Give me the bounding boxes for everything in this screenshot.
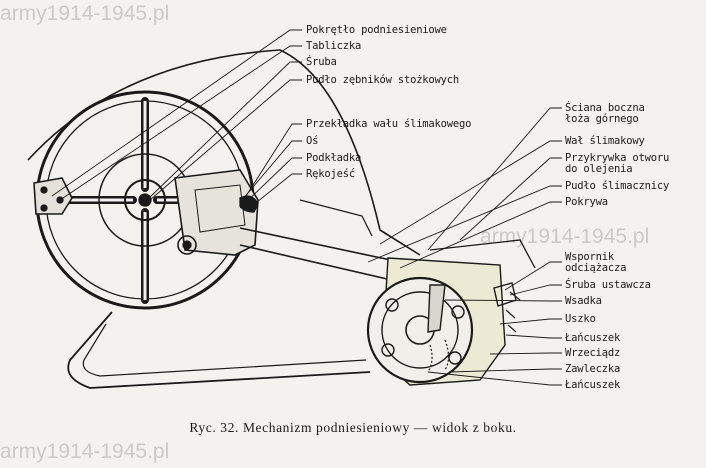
- watermark-top: army1914-1945.pl: [0, 2, 170, 25]
- label-oiling-hole-cover: Przykrywka otworu do olejenia: [565, 152, 670, 175]
- label-cover: Pokrywa: [565, 196, 608, 208]
- worm-gear-housing: [366, 257, 521, 386]
- figure-caption: Ryc. 32. Mechanizm podniesieniowy — wido…: [189, 420, 517, 435]
- label-bevel-gear-box: Pudło zębników stożkowych: [306, 74, 460, 86]
- label-chain-1: Łańcuszek: [565, 332, 621, 344]
- label-upper-carriage-side-wall: Ściana boczna łoża górnego: [565, 102, 645, 125]
- leader-lines: [51, 29, 562, 386]
- label-worm-wheel-box: Pudło ślimacznicy: [565, 180, 670, 192]
- label-set-screw: Śruba ustawcza: [565, 279, 651, 291]
- label-washer: Podkładka: [306, 152, 362, 164]
- label-plate: Tabliczka: [306, 40, 362, 52]
- label-hasp: Wrzeciądz: [565, 347, 621, 359]
- label-lug: Uszko: [565, 313, 596, 325]
- carriage-side-wall: [27, 49, 536, 389]
- watermark-bottom: army1914-1945.pl: [0, 440, 170, 463]
- watermark-right: army1914-1945.pl: [480, 225, 650, 248]
- label-handle: Rękojeść: [306, 168, 355, 180]
- bevel-gear-box: [174, 169, 259, 256]
- label-relief-bracket: Wspornik odciążacza: [565, 251, 627, 274]
- label-worm-shaft-coupling: Przekładka wału ślimakowego: [306, 118, 472, 130]
- label-elevating-handwheel: Pokrętło podniesieniowe: [306, 24, 447, 36]
- label-insert: Wsadka: [565, 295, 602, 307]
- label-screw: Śruba: [306, 56, 337, 68]
- label-chain-2: Łańcuszek: [565, 379, 621, 391]
- label-cotter-pin: Zawleczka: [565, 363, 621, 375]
- label-axle: Oś: [306, 135, 319, 147]
- label-worm-shaft: Wał ślimakowy: [565, 135, 645, 147]
